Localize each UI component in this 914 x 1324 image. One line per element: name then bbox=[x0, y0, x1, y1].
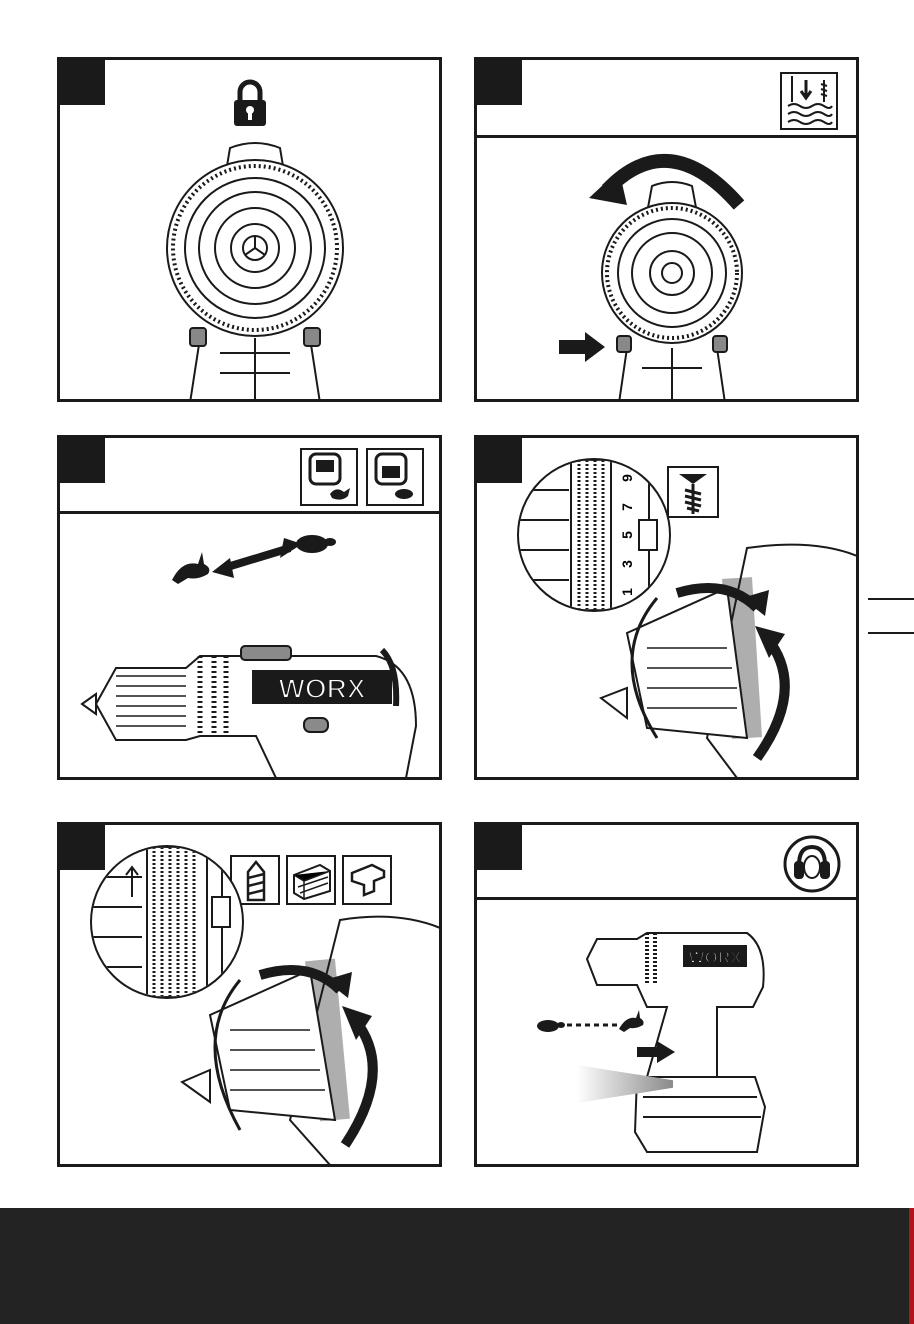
torque-mark: 7 bbox=[619, 503, 635, 511]
step-number-badge bbox=[477, 825, 522, 870]
step-panel-6: WORX bbox=[474, 822, 859, 1167]
step-number-badge bbox=[60, 60, 105, 105]
screw-icon bbox=[675, 470, 711, 516]
turtle-icon bbox=[535, 1017, 565, 1033]
wood-icon-box bbox=[286, 855, 336, 905]
mode-collar-closeup bbox=[92, 847, 242, 997]
turtle-icon bbox=[292, 532, 336, 554]
footer-bar bbox=[0, 1208, 914, 1324]
step-panel-1 bbox=[57, 57, 442, 402]
torque-magnifier: 1 3 5 7 9 bbox=[517, 458, 671, 612]
header-divider bbox=[60, 511, 439, 514]
step-number-badge bbox=[477, 60, 522, 105]
torque-mark: 1 bbox=[619, 588, 635, 596]
edge-tab-line-bottom bbox=[868, 632, 914, 634]
torque-mark: 9 bbox=[619, 474, 635, 482]
double-arrow-icon bbox=[212, 538, 302, 578]
metal-profile-icon-box bbox=[342, 855, 392, 905]
step-panel-5 bbox=[57, 822, 442, 1167]
padlock-icon bbox=[232, 78, 268, 128]
step-panel-2 bbox=[474, 57, 859, 402]
drill-front-view bbox=[160, 138, 350, 402]
header-divider bbox=[477, 897, 856, 900]
torque-mark: 3 bbox=[619, 560, 635, 568]
torque-collar-closeup bbox=[519, 460, 669, 610]
rabbit-icon bbox=[168, 550, 212, 586]
worx-logo-text: WORX bbox=[278, 673, 365, 704]
step-number-badge bbox=[477, 438, 522, 483]
ear-protection-icon bbox=[783, 835, 841, 893]
header-divider bbox=[477, 135, 856, 138]
torque-scale: 1 3 5 7 9 bbox=[617, 470, 637, 600]
gear-switch-low-speed-icon bbox=[372, 452, 420, 502]
step-number-badge bbox=[60, 438, 105, 483]
metal-drill-bit-icon bbox=[244, 860, 268, 902]
step-panel-3: WORX bbox=[57, 435, 442, 780]
drill-side-view: WORX bbox=[76, 586, 436, 778]
drill-full-view: WORX bbox=[577, 907, 777, 1162]
worx-logo-text: WORX bbox=[689, 948, 743, 967]
drill-into-wood-icon bbox=[784, 76, 834, 126]
rabbit-icon bbox=[617, 1009, 645, 1033]
gear-switch-high-speed-icon bbox=[306, 452, 354, 502]
footer-accent-bar bbox=[909, 1208, 914, 1324]
edge-tab-line-top bbox=[868, 598, 914, 600]
gear-switch-high-speed-box bbox=[300, 448, 358, 506]
gear-switch-low-speed-box bbox=[366, 448, 424, 506]
screw-icon-box bbox=[667, 466, 719, 518]
speed-dash-line bbox=[567, 1021, 617, 1029]
metal-profile-icon bbox=[348, 861, 388, 901]
torque-mark: 5 bbox=[619, 531, 635, 539]
drill-into-wood-icon-box bbox=[780, 72, 838, 130]
step-panel-4: 1 3 5 7 9 bbox=[474, 435, 859, 780]
push-arrow-icon bbox=[559, 332, 605, 362]
mode-magnifier bbox=[90, 845, 244, 999]
drill-front-view bbox=[597, 178, 747, 402]
trigger-arrow-icon bbox=[637, 1041, 675, 1063]
wood-icon bbox=[290, 861, 332, 901]
